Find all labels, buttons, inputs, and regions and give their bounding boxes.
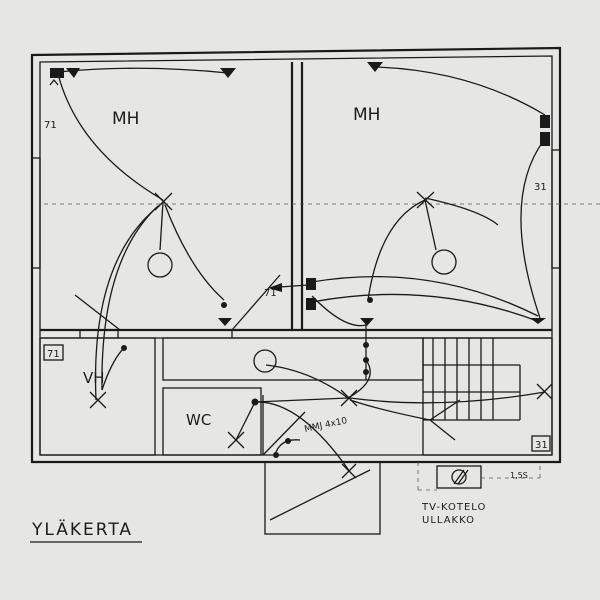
circuit-box-31 <box>531 435 551 452</box>
fixtures <box>30 62 553 543</box>
arrow-icon <box>268 283 282 292</box>
wire <box>57 67 229 74</box>
wc-room <box>162 387 262 456</box>
socket-icon <box>220 68 236 78</box>
wire <box>424 197 499 226</box>
ceiling-light-x-icon <box>154 192 173 211</box>
switch-icon <box>273 452 279 458</box>
socket-icon <box>306 278 316 290</box>
wire <box>101 205 159 391</box>
ceiling-light-x-icon <box>89 391 107 409</box>
socket-icon <box>367 62 383 72</box>
socket-icon <box>66 68 80 78</box>
wire <box>429 399 461 421</box>
room-label-wc: WC <box>186 411 211 429</box>
door-swing <box>231 274 281 331</box>
walls <box>30 46 600 535</box>
wire <box>235 401 256 441</box>
circuit-label-31: 31 <box>535 440 548 451</box>
wire <box>94 204 161 401</box>
tv-label: TV-KOTELO <box>421 502 486 513</box>
socket-icon <box>306 298 316 310</box>
pendant-circle-icon <box>253 349 277 373</box>
switch-icon <box>367 297 373 303</box>
pendant-circle-icon <box>431 249 457 275</box>
socket-icon <box>50 68 64 78</box>
socket-icon <box>218 318 232 326</box>
wire <box>101 347 125 391</box>
wire <box>265 364 349 399</box>
socket-icon <box>540 132 550 146</box>
room-label-mh-right: MH <box>353 105 380 125</box>
stair-opening <box>264 461 381 535</box>
wire <box>349 391 546 404</box>
wire <box>520 139 545 319</box>
circuit-label-71: 71 <box>44 120 57 131</box>
labels: MH MH VH WC 71 71 71 31 31 MMJ 4x10 1,5S… <box>31 105 548 540</box>
wire <box>349 399 431 421</box>
ceiling-light-x-icon <box>341 463 357 479</box>
wire <box>311 293 541 323</box>
cable-note: MMJ 4x10 <box>304 416 349 435</box>
tv-label: ULLAKKO <box>422 515 475 526</box>
switch-icon <box>363 357 369 363</box>
arrow-up-icon <box>49 78 59 86</box>
stair-area <box>422 337 553 456</box>
tv-outlet-icon <box>451 469 467 485</box>
room-label-mh-left: MH <box>112 109 139 129</box>
wire <box>311 295 367 327</box>
wire <box>159 201 164 251</box>
stair-opening-diagonal <box>269 469 371 521</box>
window-left <box>31 157 41 269</box>
ceiling-light-x-icon <box>340 389 358 407</box>
pendant-circle-icon <box>147 252 173 278</box>
switch-icon <box>121 345 127 351</box>
wire <box>254 401 351 473</box>
wire <box>424 199 437 251</box>
wc-door-swing <box>262 411 306 456</box>
wire <box>347 359 371 399</box>
circuit-label-71: 71 <box>264 288 277 299</box>
switch-icon <box>221 302 227 308</box>
wire <box>311 275 539 317</box>
ceiling-light-x-icon <box>416 191 435 209</box>
switch-icon <box>285 438 291 444</box>
socket-icon <box>540 115 550 128</box>
door-swing <box>74 294 121 331</box>
socket-icon <box>360 318 374 326</box>
wire <box>374 66 546 116</box>
wire <box>254 397 349 403</box>
circuit-box-71 <box>43 344 64 361</box>
outer-wall <box>30 46 562 464</box>
tv-box <box>436 465 482 489</box>
socket-icon <box>530 318 546 324</box>
wire <box>57 73 164 201</box>
wire <box>279 284 309 288</box>
circuit-label-71: 71 <box>47 349 60 360</box>
wire <box>367 199 426 301</box>
switch-icon <box>363 369 369 375</box>
switch-icon <box>251 398 259 406</box>
window-right <box>551 149 561 269</box>
circuit-label-31: 31 <box>534 182 547 193</box>
room-label-vh: VH <box>83 369 105 387</box>
floor-title: YLÄKERTA <box>31 519 133 540</box>
switch-icon <box>363 342 369 348</box>
ceiling-light-x-icon <box>227 431 245 449</box>
cable-note-right: 1,5S <box>510 471 528 480</box>
ceiling-light-x-icon <box>536 383 553 400</box>
wire <box>164 204 225 301</box>
corridor-upper <box>162 337 424 381</box>
wire <box>429 419 456 441</box>
